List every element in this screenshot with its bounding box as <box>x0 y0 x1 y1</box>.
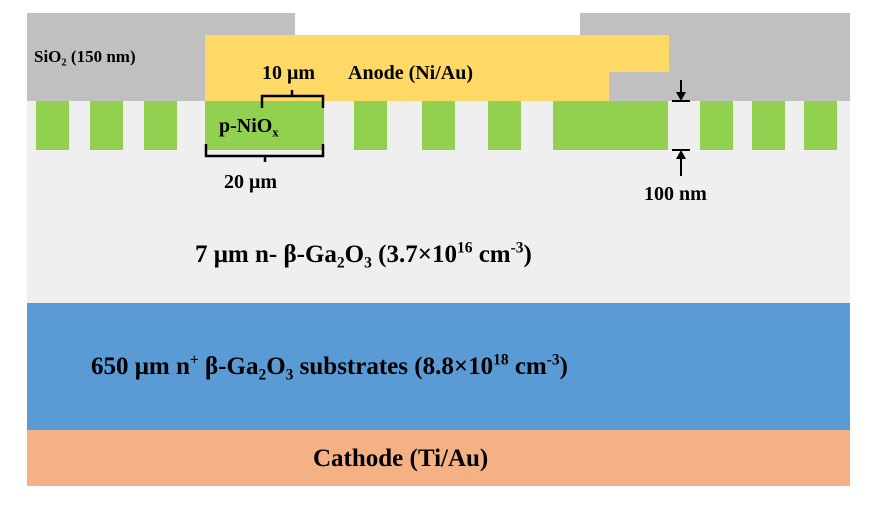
anode-top <box>205 35 669 72</box>
sio2-label: SiO2 (150 nm) <box>34 47 136 69</box>
nio-stripe <box>422 101 455 150</box>
anode-width-label: 10 μm <box>262 62 315 84</box>
nio-stripe <box>804 101 837 150</box>
substrate-label: 650 μm n+ β-Ga2O3 substrates (8.8×1018 c… <box>91 351 568 384</box>
depth-arrow-up <box>676 150 686 159</box>
nio-width-bracket <box>204 144 325 158</box>
nio-stripe <box>553 101 668 150</box>
anode-width-bracket <box>260 94 325 108</box>
nio-stripe <box>354 101 387 150</box>
depth-arrow-down <box>676 92 686 101</box>
nio-stripe <box>144 101 177 150</box>
nio-stripe <box>36 101 69 150</box>
drift-layer-label: 7 μm n- β-Ga2O3 (3.7×1016 cm-3) <box>195 239 532 272</box>
nio-stripe <box>700 101 733 150</box>
cathode-layer <box>27 430 850 486</box>
nio-stripe <box>90 101 123 150</box>
nio-label: p-NiOx <box>219 115 279 140</box>
cathode-label: Cathode (Ti/Au) <box>313 445 489 472</box>
substrate-layer <box>27 303 850 430</box>
depth-label: 100 nm <box>644 183 707 205</box>
nio-width-label: 20 μm <box>224 171 277 193</box>
nio-stripe <box>488 101 521 150</box>
anode-label: Anode (Ni/Au) <box>348 62 474 84</box>
nio-stripe <box>752 101 785 150</box>
nio-stripe <box>205 101 324 150</box>
